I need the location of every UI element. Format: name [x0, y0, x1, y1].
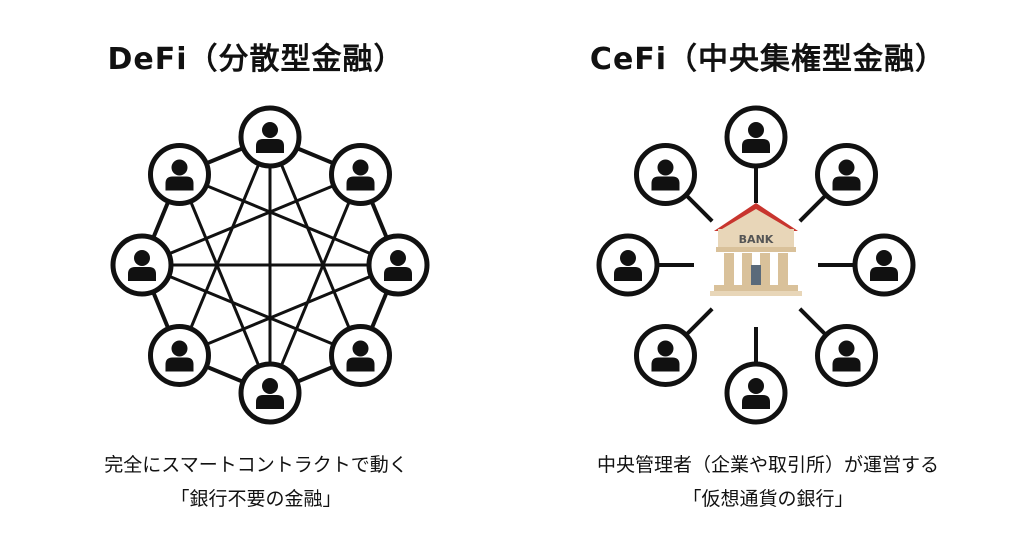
defi-user-node: [329, 142, 393, 206]
defi-user-node: [238, 105, 302, 169]
mesh-link: [268, 136, 362, 357]
user-icon: [832, 340, 861, 372]
spoke-link: [798, 307, 828, 337]
cefi-user-node: [633, 142, 697, 206]
user-icon: [384, 250, 412, 281]
mesh-link: [178, 173, 272, 394]
cefi-hub-diagram: BANK: [596, 105, 916, 425]
defi-user-node: [238, 361, 302, 425]
user-icon: [165, 159, 194, 191]
defi-caption: 完全にスマートコントラクトで動く 「銀行不要の金融」: [0, 448, 512, 516]
user-icon: [256, 378, 284, 409]
user-icon: [832, 159, 861, 191]
cefi-caption: 中央管理者（企業や取引所）が運営する 「仮想通貨の銀行」: [512, 448, 1024, 516]
cefi-user-node: [724, 105, 788, 169]
defi-title-text: DeFi（分散型金融）: [107, 42, 405, 77]
defi-title: DeFi（分散型金融）: [81, 38, 431, 82]
defi-user-node: [110, 233, 174, 297]
cefi-panel: CeFi（中央集権型金融） BANK 中央管理者（企業や取引所）が運営する 「仮…: [512, 0, 1024, 538]
cefi-spokes: [657, 166, 855, 364]
mesh-link: [268, 173, 362, 394]
bank-icon: BANK: [710, 203, 802, 296]
defi-caption-line1: 完全にスマートコントラクトで動く: [104, 454, 408, 476]
cefi-user-node: [633, 324, 697, 388]
cefi-user-node: [815, 142, 879, 206]
defi-user-node: [147, 324, 211, 388]
cefi-caption-line2: 「仮想通貨の銀行」: [682, 488, 854, 510]
mesh-link: [178, 263, 399, 357]
spoke-link: [684, 307, 714, 337]
defi-user-node: [329, 324, 393, 388]
user-icon: [614, 250, 642, 281]
cefi-user-node: [724, 361, 788, 425]
mesh-link: [178, 173, 399, 267]
mesh-link: [141, 263, 362, 357]
user-icon: [651, 159, 680, 191]
defi-panel: DeFi（分散型金融） 完全にスマートコントラクトで動く 「銀行不要の金融」: [0, 38, 512, 516]
defi-network-diagram: [110, 105, 430, 425]
cefi-caption-line1: 中央管理者（企業や取引所）が運営する: [596, 454, 939, 476]
defi-connections: [140, 135, 400, 395]
cefi-user-node: [852, 233, 916, 297]
user-icon: [870, 250, 898, 281]
user-icon: [742, 378, 770, 409]
defi-user-node: [366, 233, 430, 297]
user-icon: [128, 250, 156, 281]
defi-user-node: [147, 142, 211, 206]
defi-caption-line2: 「銀行不要の金融」: [170, 488, 342, 510]
mesh-link: [141, 173, 362, 267]
cefi-title: CeFi（中央集権型金融）: [563, 38, 973, 82]
user-icon: [346, 340, 375, 372]
cefi-user-node: [815, 324, 879, 388]
user-icon: [165, 340, 194, 372]
spoke-link: [684, 193, 714, 223]
cefi-user-node: [596, 233, 660, 297]
user-icon: [742, 122, 770, 153]
mesh-link: [178, 136, 272, 357]
spoke-link: [798, 193, 828, 223]
user-icon: [651, 340, 680, 372]
bank-label: BANK: [739, 233, 774, 246]
user-icon: [346, 159, 375, 191]
user-icon: [256, 122, 284, 153]
cefi-title-text: CeFi（中央集権型金融）: [589, 42, 947, 77]
